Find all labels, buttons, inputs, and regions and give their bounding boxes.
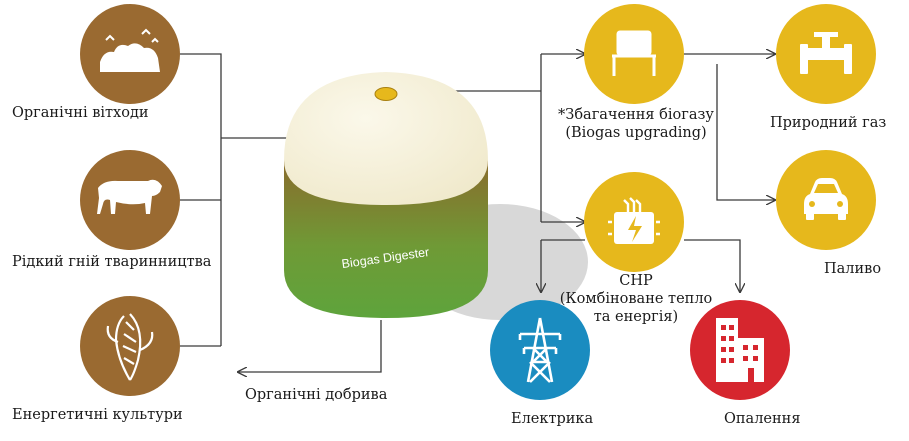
label-electricity: Електрика — [511, 411, 594, 427]
label-upgrading: *Збагачення біогазу (Biogas upgrading) — [556, 106, 716, 142]
electricity-circle — [490, 300, 590, 400]
label-natural-gas: Природний газ — [770, 115, 887, 131]
corn-circle — [80, 296, 180, 396]
label-fertilizer: Органічні добрива — [245, 387, 388, 403]
label-chp-line1: CHP — [619, 273, 653, 289]
arrow-to-heating — [684, 239, 740, 292]
label-upgrading-line1: *Збагачення біогазу — [558, 107, 714, 123]
power-tower-icon — [518, 317, 562, 383]
label-liquid-manure: Рідкий гній тваринництва — [12, 254, 212, 270]
label-chp-line3: та енергія) — [593, 309, 679, 325]
label-chp: CHP (Комбіноване тепло та енергія) — [556, 272, 716, 326]
upgrading-unit-icon — [612, 30, 656, 76]
label-energy-crops: Енергетичні культури — [12, 407, 183, 423]
gas-valve-icon — [374, 87, 398, 101]
cow-icon — [97, 179, 162, 214]
building-icon — [716, 318, 764, 382]
arrow-to-fertilizer — [238, 320, 382, 372]
label-chp-line2: (Комбіноване тепло — [559, 291, 713, 307]
label-fuel: Паливо — [824, 261, 882, 277]
arrow-to-fuel — [716, 64, 775, 200]
line-input-waste — [180, 53, 222, 346]
waste-pile-icon — [100, 28, 160, 72]
label-organic-waste: Органічні вітходи — [12, 105, 149, 121]
gas-pipe-icon — [800, 32, 852, 74]
corn-icon — [106, 313, 154, 381]
label-heating: Опалення — [724, 411, 801, 427]
chp-engine-icon — [608, 197, 660, 244]
car-icon — [804, 178, 848, 220]
label-upgrading-line2: (Biogas upgrading) — [565, 125, 707, 141]
digester-tank — [284, 72, 488, 318]
